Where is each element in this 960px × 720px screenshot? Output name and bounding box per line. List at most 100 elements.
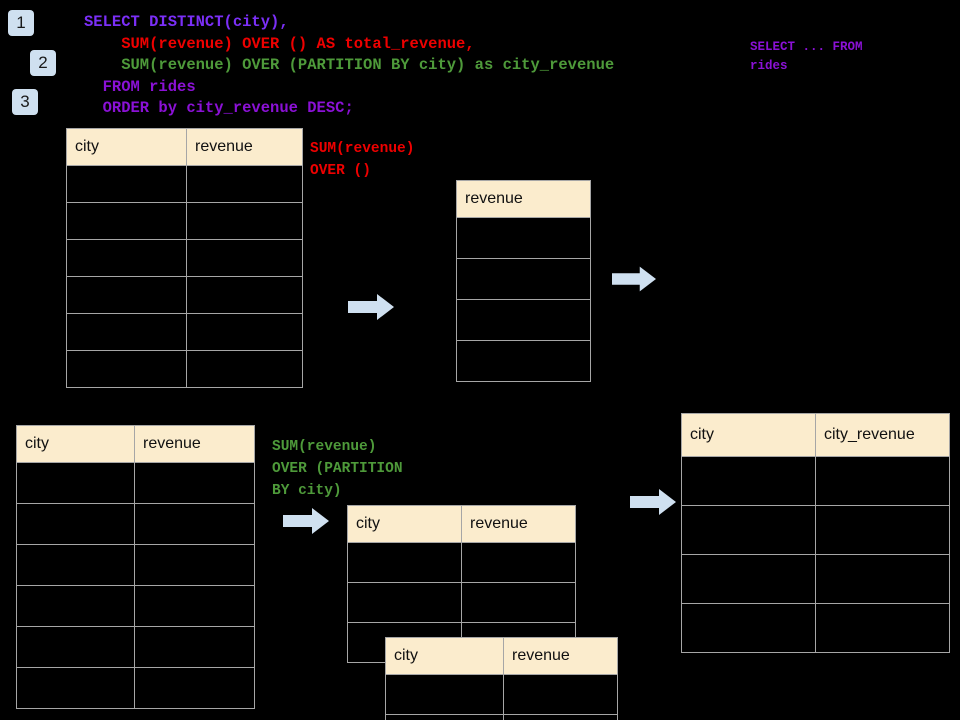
table-row [66, 202, 303, 240]
table-cell [503, 674, 618, 715]
step-badge-3: 3 [12, 89, 38, 115]
column-header-revenue: revenue [186, 128, 303, 166]
table-row [16, 503, 255, 545]
table-cell [815, 456, 950, 506]
table-row [16, 585, 255, 627]
table-cell [815, 505, 950, 555]
table-row [681, 554, 950, 604]
table-cell [134, 503, 255, 545]
table-cell [134, 462, 255, 504]
table-row [347, 542, 576, 583]
table-cell [16, 544, 135, 586]
table-cell [186, 202, 303, 240]
table-cell [16, 585, 135, 627]
table-cell [503, 714, 618, 720]
sum-over-partition-label: SUM(revenue) OVER (PARTITION BY city) [272, 436, 403, 502]
arrow-partition-to-final [630, 489, 676, 515]
step-badge-2: 2 [30, 50, 56, 76]
column-header-city: city [66, 128, 187, 166]
table-row [66, 239, 303, 277]
table-cell [66, 350, 187, 388]
table-cell [456, 258, 591, 300]
table-cell [134, 585, 255, 627]
arrow-shape [630, 489, 676, 515]
column-header-revenue: revenue [503, 637, 618, 675]
sql-line-5: ORDER by city_revenue DESC; [84, 99, 354, 117]
table-cell [461, 582, 576, 623]
table-row [456, 217, 591, 259]
column-header-revenue: revenue [461, 505, 576, 543]
table-cell [347, 542, 462, 583]
table-row [456, 299, 591, 341]
sum-over-empty-label-line-2: OVER () [310, 163, 371, 179]
table-cell [66, 202, 187, 240]
table-row [16, 667, 255, 709]
total-revenue-table: revenue [456, 180, 591, 382]
table-row [16, 626, 255, 668]
table-row [66, 276, 303, 314]
table-cell [66, 276, 187, 314]
column-header-city: city [16, 425, 135, 463]
arrow-total-to-final [612, 266, 656, 292]
column-header-revenue: revenue [134, 425, 255, 463]
table-cell [456, 299, 591, 341]
table-cell [16, 503, 135, 545]
column-header-revenue: revenue [456, 180, 591, 218]
table-row [16, 544, 255, 586]
table-row [385, 674, 618, 715]
table-cell [186, 165, 303, 203]
select-from-rides-label: SELECT ... FROM rides [750, 38, 863, 76]
table-cell [16, 667, 135, 709]
sql-query-block: SELECT DISTINCT(city), SUM(revenue) OVER… [84, 12, 614, 120]
column-header-city: city [385, 637, 504, 675]
table-row [681, 603, 950, 653]
table-cell [815, 554, 950, 604]
table-cell [16, 462, 135, 504]
table-cell [134, 667, 255, 709]
table-row [681, 456, 950, 506]
step-badge-1: 1 [8, 10, 34, 36]
table-cell [134, 626, 255, 668]
table-cell [681, 505, 816, 555]
table-cell [186, 350, 303, 388]
table-row [456, 340, 591, 382]
table-row [456, 258, 591, 300]
sum-over-empty-label: SUM(revenue)OVER () [310, 138, 414, 182]
table-row [347, 582, 576, 623]
table-cell [815, 603, 950, 653]
table-row [16, 462, 255, 504]
column-header-city_revenue: city_revenue [815, 413, 950, 457]
table-row [66, 350, 303, 388]
sum-over-partition-label-line-3: BY city) [272, 483, 342, 499]
arrow-source-to-partition [283, 508, 329, 534]
sum-over-partition-label-line-2: OVER (PARTITION [272, 461, 403, 477]
table-cell [134, 544, 255, 586]
table-cell [186, 276, 303, 314]
table-cell [66, 165, 187, 203]
sql-line-2: SUM(revenue) OVER () AS total_revenue, [84, 34, 475, 53]
table-row [385, 714, 618, 720]
sql-line-3: SUM(revenue) OVER (PARTITION BY city) as… [84, 56, 615, 74]
arrow-shape [612, 266, 656, 292]
select-from-rides-label-line-1: SELECT ... FROM [750, 40, 863, 54]
arrow-shape [283, 508, 329, 534]
table-cell [681, 554, 816, 604]
sql-line-1: SELECT DISTINCT(city), [84, 13, 289, 31]
table-cell [16, 626, 135, 668]
table-cell [456, 217, 591, 259]
sql-line-4: FROM rides [84, 77, 196, 96]
select-from-rides-label-line-2: rides [750, 59, 788, 73]
table-row [681, 505, 950, 555]
sum-over-partition-label-line-1: SUM(revenue) [272, 439, 377, 455]
table-row [66, 313, 303, 351]
arrow-source-to-total [348, 294, 394, 320]
